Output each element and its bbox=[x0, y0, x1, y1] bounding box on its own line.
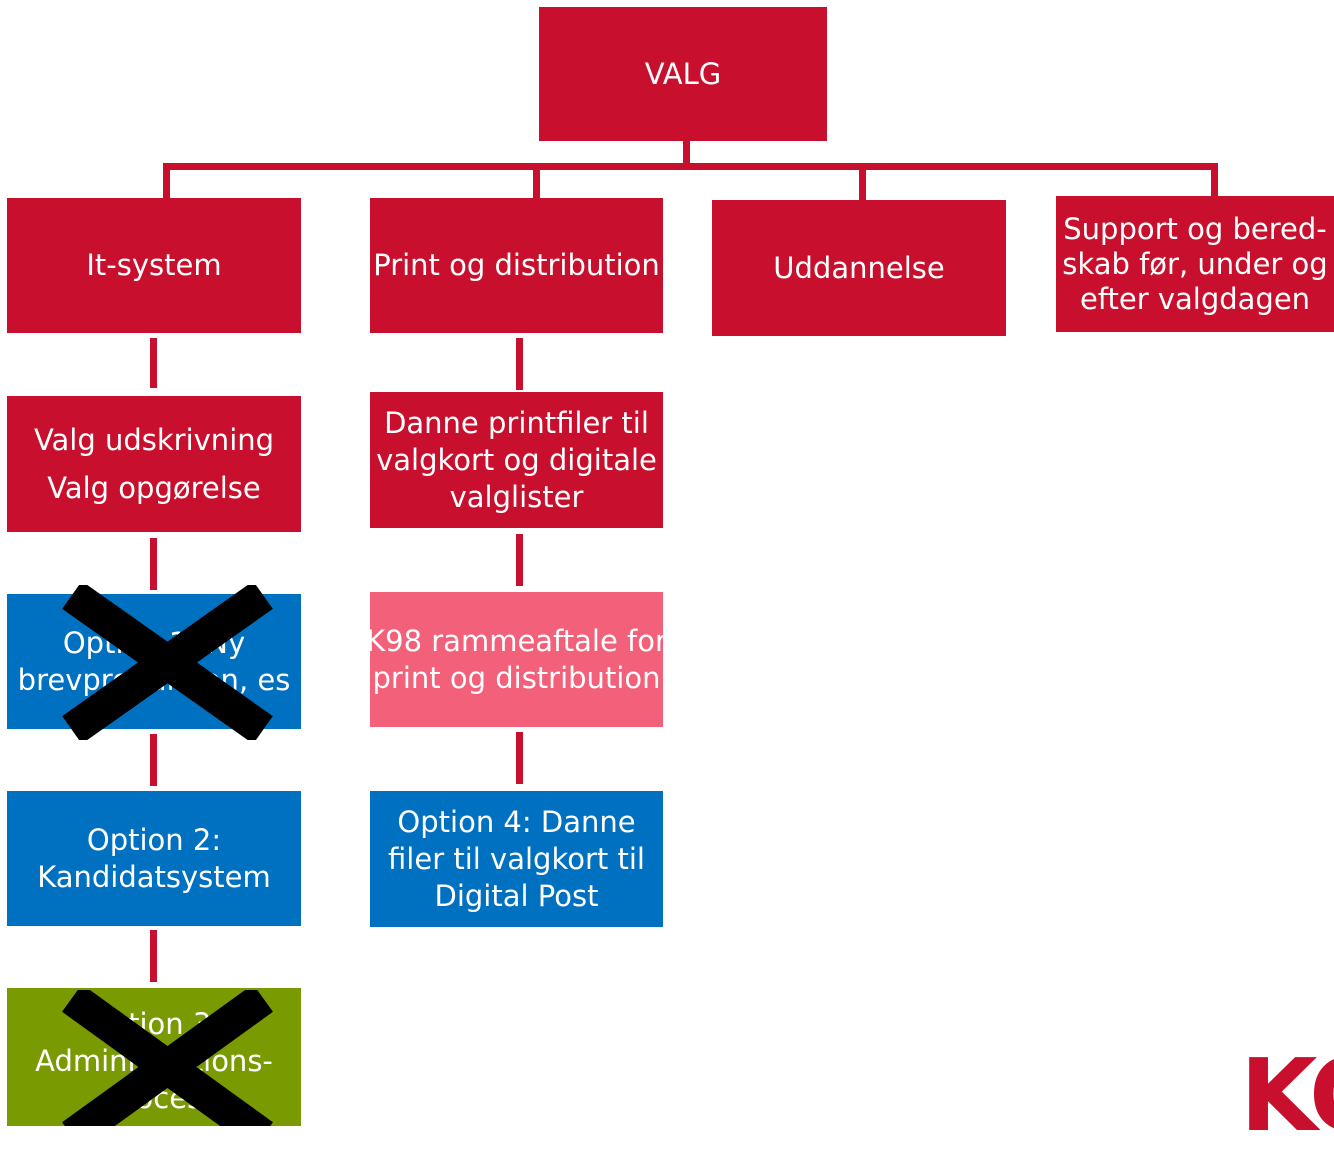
connector-horizontal-bar bbox=[163, 163, 1218, 170]
option-2-line-2: Kandidatsystem bbox=[37, 859, 271, 894]
connector-print-2 bbox=[516, 534, 523, 586]
option-3-line-1: Option 3: bbox=[86, 1007, 222, 1041]
logo: KO bbox=[1240, 1037, 1334, 1154]
danne-line-2: valgkort og digitale bbox=[376, 442, 657, 477]
valg-line-1: Valg udskrivning bbox=[33, 423, 275, 457]
branch-it-system-label: It-system bbox=[86, 248, 222, 282]
branch-support: Support og bered- skab før, under og eft… bbox=[1056, 196, 1334, 332]
option-4-line-1: Option 4: Danne bbox=[397, 804, 636, 839]
node-k98-rammeaftale: K98 rammeaftale for print og distributio… bbox=[370, 592, 663, 727]
branch-support-line-3: efter valgdagen bbox=[1079, 281, 1311, 316]
root-node-valg: VALG bbox=[539, 7, 827, 141]
connector-to-support bbox=[1211, 163, 1218, 196]
connector-print-1 bbox=[516, 338, 523, 390]
option-3-line-3: proces bbox=[105, 1081, 203, 1115]
k98-line-1: K98 rammeaftale for bbox=[370, 623, 663, 658]
branch-print-label: Print og distribution bbox=[373, 248, 660, 282]
option-3-line-2: Administrations- bbox=[35, 1044, 273, 1078]
branch-uddannelse: Uddannelse bbox=[712, 200, 1006, 336]
connector-it-2 bbox=[150, 538, 157, 590]
node-option-2: Option 2: Kandidatsystem bbox=[7, 791, 301, 926]
valg-line-2: Valg opgørelse bbox=[47, 471, 261, 505]
node-option-4: Option 4: Danne filer til valgkort til D… bbox=[370, 791, 663, 927]
k98-line-2: print og distribution bbox=[372, 660, 661, 695]
option-1-line-1: Option 1: Ny bbox=[62, 625, 246, 660]
node-option-3: Option 3: Administrations- proces bbox=[7, 988, 301, 1126]
connector-to-it-system bbox=[163, 163, 170, 198]
node-danne-printfiler: Danne printfiler til valgkort og digital… bbox=[370, 392, 663, 528]
option-2-line-1: Option 2: bbox=[86, 822, 222, 857]
branch-print-distribution: Print og distribution bbox=[370, 198, 663, 333]
branch-support-line-2: skab før, under og bbox=[1062, 246, 1328, 281]
node-valg-udskrivning: Valg udskrivning Valg opgørelse bbox=[7, 396, 301, 532]
root-label: VALG bbox=[644, 56, 722, 91]
branch-uddannelse-label: Uddannelse bbox=[773, 250, 945, 285]
option-4-line-2: filer til valgkort til bbox=[388, 841, 645, 876]
connector-it-4 bbox=[150, 930, 157, 982]
danne-line-3: valglister bbox=[449, 479, 584, 514]
option-4-line-3: Digital Post bbox=[434, 878, 599, 913]
danne-line-1: Danne printfiler til bbox=[384, 405, 649, 440]
connector-print-3 bbox=[516, 732, 523, 784]
node-option-1: Option 1: Ny brevproduktion, es bbox=[7, 594, 301, 729]
branch-support-line-1: Support og bered- bbox=[1063, 211, 1327, 246]
connector-it-3 bbox=[150, 734, 157, 786]
connector-to-uddannelse bbox=[859, 163, 866, 200]
connector-root-down bbox=[683, 140, 690, 166]
branch-it-system: It-system bbox=[7, 198, 301, 333]
option-1-line-2: brevproduktion, es bbox=[17, 662, 291, 697]
connector-to-print bbox=[533, 163, 540, 198]
connector-it-1 bbox=[150, 338, 157, 388]
